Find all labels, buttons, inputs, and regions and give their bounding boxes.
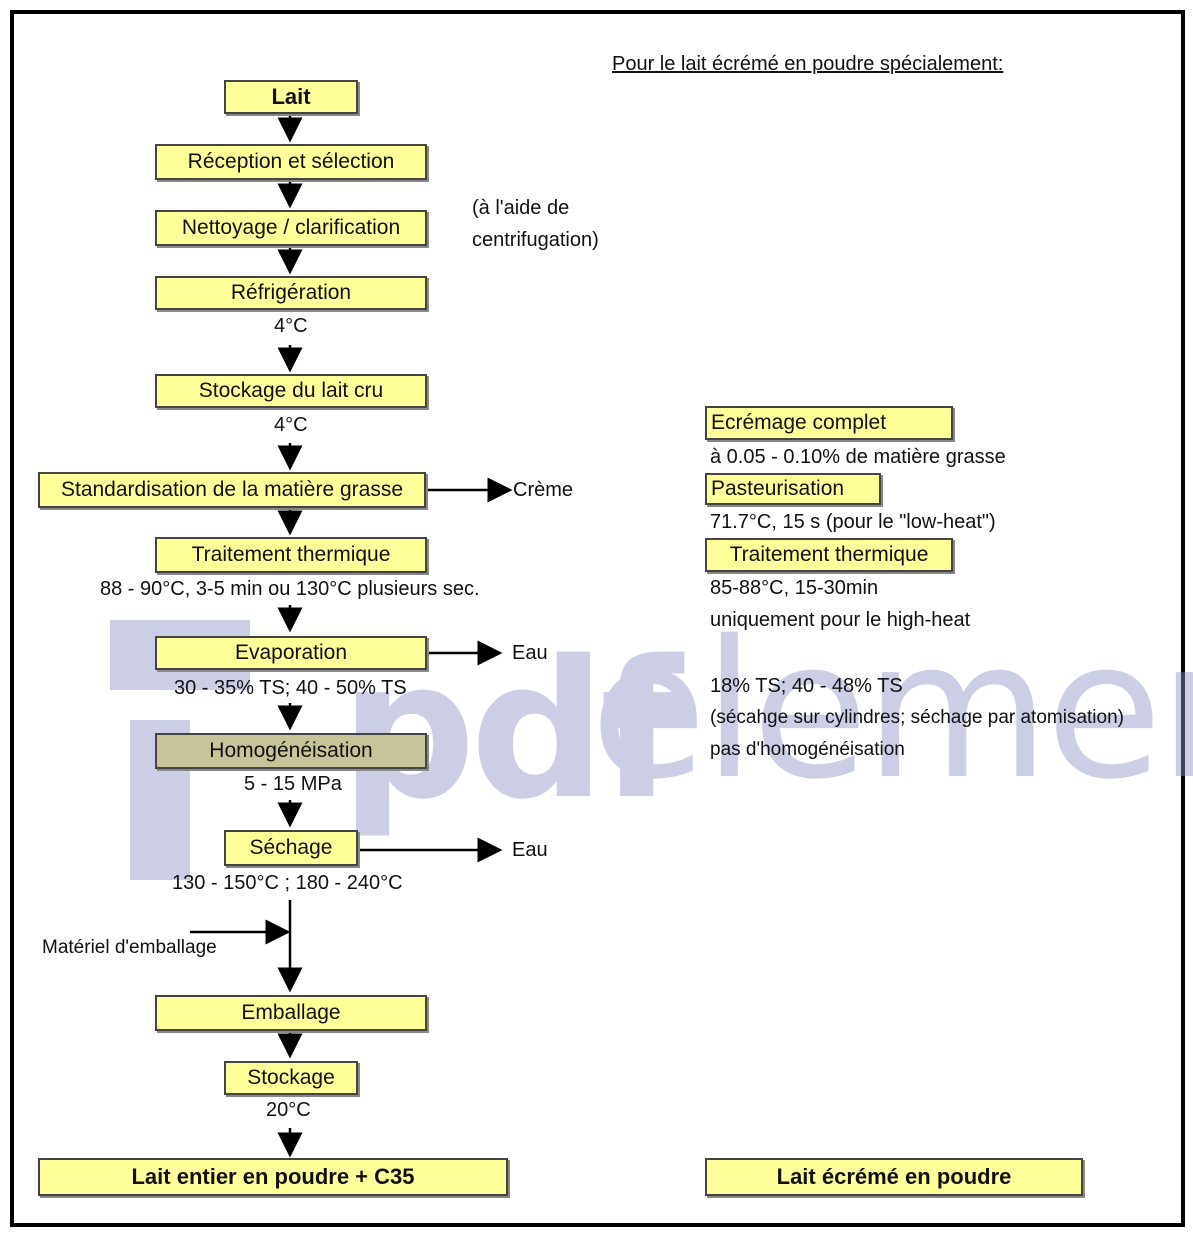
nettoyage-note-2: centrifugation) [472, 229, 599, 251]
right-pasteurisation-note: 71.7°C, 15 s (pour le "low-heat") [710, 511, 996, 533]
step-nettoyage: Nettoyage / clarification [155, 210, 427, 246]
step-stockage: Stockage [224, 1061, 358, 1095]
output-eau-2: Eau [512, 839, 548, 861]
right-pasteurisation: Pasteurisation [705, 473, 881, 505]
homogeneisation-conditions: 5 - 15 MPa [244, 773, 342, 795]
right-evaporation-note-3: pas d'homogénéisation [710, 739, 905, 760]
temp-stockage: 4°C [274, 414, 308, 436]
sechage-conditions: 130 - 150°C ; 180 - 240°C [172, 872, 403, 894]
step-emballage: Emballage [155, 995, 427, 1031]
nettoyage-note-1: (à l'aide de [472, 197, 570, 219]
evaporation-conditions: 30 - 35% TS; 40 - 50% TS [174, 677, 407, 699]
step-homogeneisation: Homogénéisation [155, 733, 427, 769]
right-evaporation-note-2: (sécahge sur cylindres; séchage par atom… [710, 707, 1124, 728]
temp-refrigeration: 4°C [274, 315, 308, 337]
step-sechage: Séchage [224, 830, 358, 866]
input-materiel-emballage: Matériel d'emballage [42, 937, 217, 958]
step-reception: Réception et sélection [155, 144, 427, 180]
step-standardisation: Standardisation de la matière grasse [38, 472, 426, 508]
final-product-left: Lait entier en poudre + C35 [38, 1158, 508, 1196]
output-creme: Crème [513, 479, 574, 501]
right-traitement-note-2: uniquement pour le high-heat [710, 609, 971, 631]
step-lait: Lait [224, 80, 358, 114]
step-stockage-cru: Stockage du lait cru [155, 374, 427, 408]
right-ecremage: Ecrémage complet [705, 406, 953, 440]
final-product-right: Lait écrémé en poudre [705, 1158, 1083, 1196]
step-traitement: Traitement thermique [155, 537, 427, 573]
traitement-conditions: 88 - 90°C, 3-5 min ou 130°C plusieurs se… [100, 578, 480, 600]
temp-final: 20°C [266, 1099, 311, 1121]
right-evaporation-note-1: 18% TS; 40 - 48% TS [710, 675, 903, 697]
right-ecremage-note: à 0.05 - 0.10% de matière grasse [710, 446, 1006, 468]
step-evaporation: Evaporation [155, 636, 427, 670]
right-traitement-note-1: 85-88°C, 15-30min [710, 577, 879, 599]
right-column-title: Pour le lait écrémé en poudre spécialeme… [612, 53, 1004, 75]
step-refrigeration: Réfrigération [155, 276, 427, 310]
output-eau-1: Eau [512, 642, 548, 664]
right-traitement: Traitement thermique [705, 538, 953, 572]
